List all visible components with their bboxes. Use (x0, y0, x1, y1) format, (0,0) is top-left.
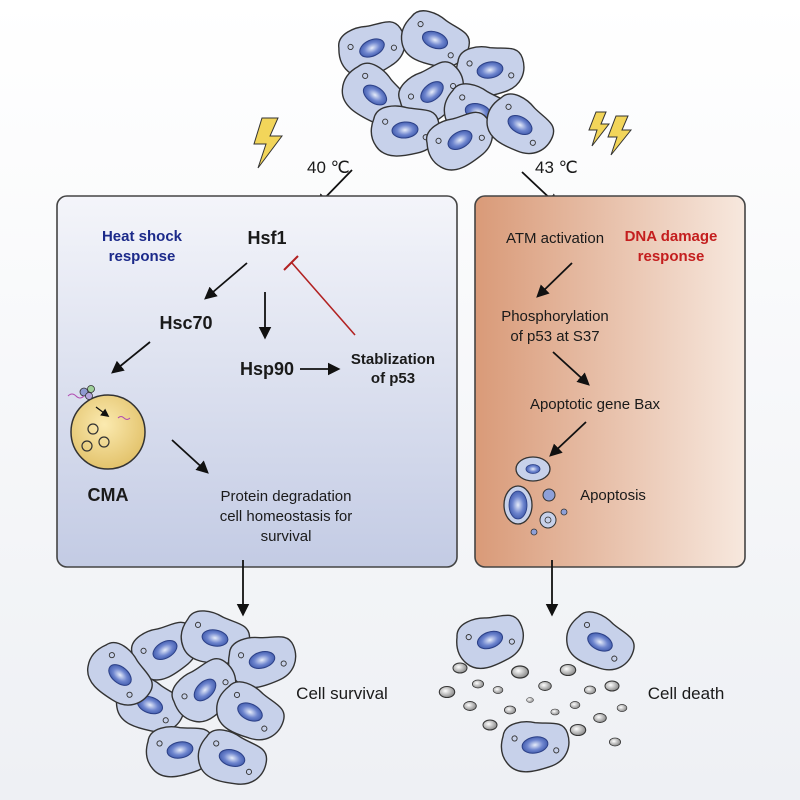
protein-degradation-line3: survival (261, 528, 312, 545)
lightning-icon-right (588, 111, 633, 156)
heat-shock-panel (56, 195, 458, 568)
phosphorylation-line1: Phosphorylation (501, 308, 609, 325)
dna-damage-heading-line1: DNA damage (625, 228, 718, 245)
apoptosis-label: Apoptosis (580, 487, 646, 504)
lightning-icon-left (253, 117, 283, 169)
arrow-bax-to-apoptosis (549, 421, 587, 457)
cma-label: CMA (88, 485, 129, 505)
protein-degradation-line2: cell homeostasis for (220, 508, 353, 525)
apoptotic-bodies (503, 456, 568, 536)
stabilization-label-line2: of p53 (371, 370, 415, 387)
stabilization-label-line1: Stablization (351, 351, 435, 368)
arrow-phosphorylation-to-bax (552, 351, 590, 386)
hsf1-label: Hsf1 (247, 228, 286, 248)
temp-left-label: 40 ℃ (307, 158, 350, 177)
bax-label: Apoptotic gene Bax (530, 396, 661, 413)
heat-shock-heading-line1: Heat shock (102, 228, 183, 245)
arrow-atm-to-phosphorylation (536, 262, 573, 298)
phosphorylation-line2: of p53 at S37 (510, 328, 599, 345)
temp-right-label: 43 ℃ (535, 158, 578, 177)
inhibition-line (291, 262, 356, 336)
heat-shock-heading-line2: response (109, 248, 176, 265)
atm-activation-label: ATM activation (506, 230, 604, 247)
arrow-cma-to-protein-degradation (171, 439, 209, 474)
arrow-hsf1-to-hsc70 (204, 262, 248, 300)
inhibition-bar (283, 255, 299, 271)
cell-survival-label: Cell survival (296, 684, 388, 703)
protein-degradation-line1: Protein degradation (221, 488, 352, 505)
dna-damage-heading-line2: response (638, 248, 705, 265)
hsp90-label: Hsp90 (240, 359, 294, 379)
cma-lysosome (67, 385, 146, 470)
hsc70-label: Hsc70 (159, 313, 212, 333)
arrow-hsc70-to-cma (111, 341, 151, 374)
cell-death-label: Cell death (648, 684, 725, 703)
